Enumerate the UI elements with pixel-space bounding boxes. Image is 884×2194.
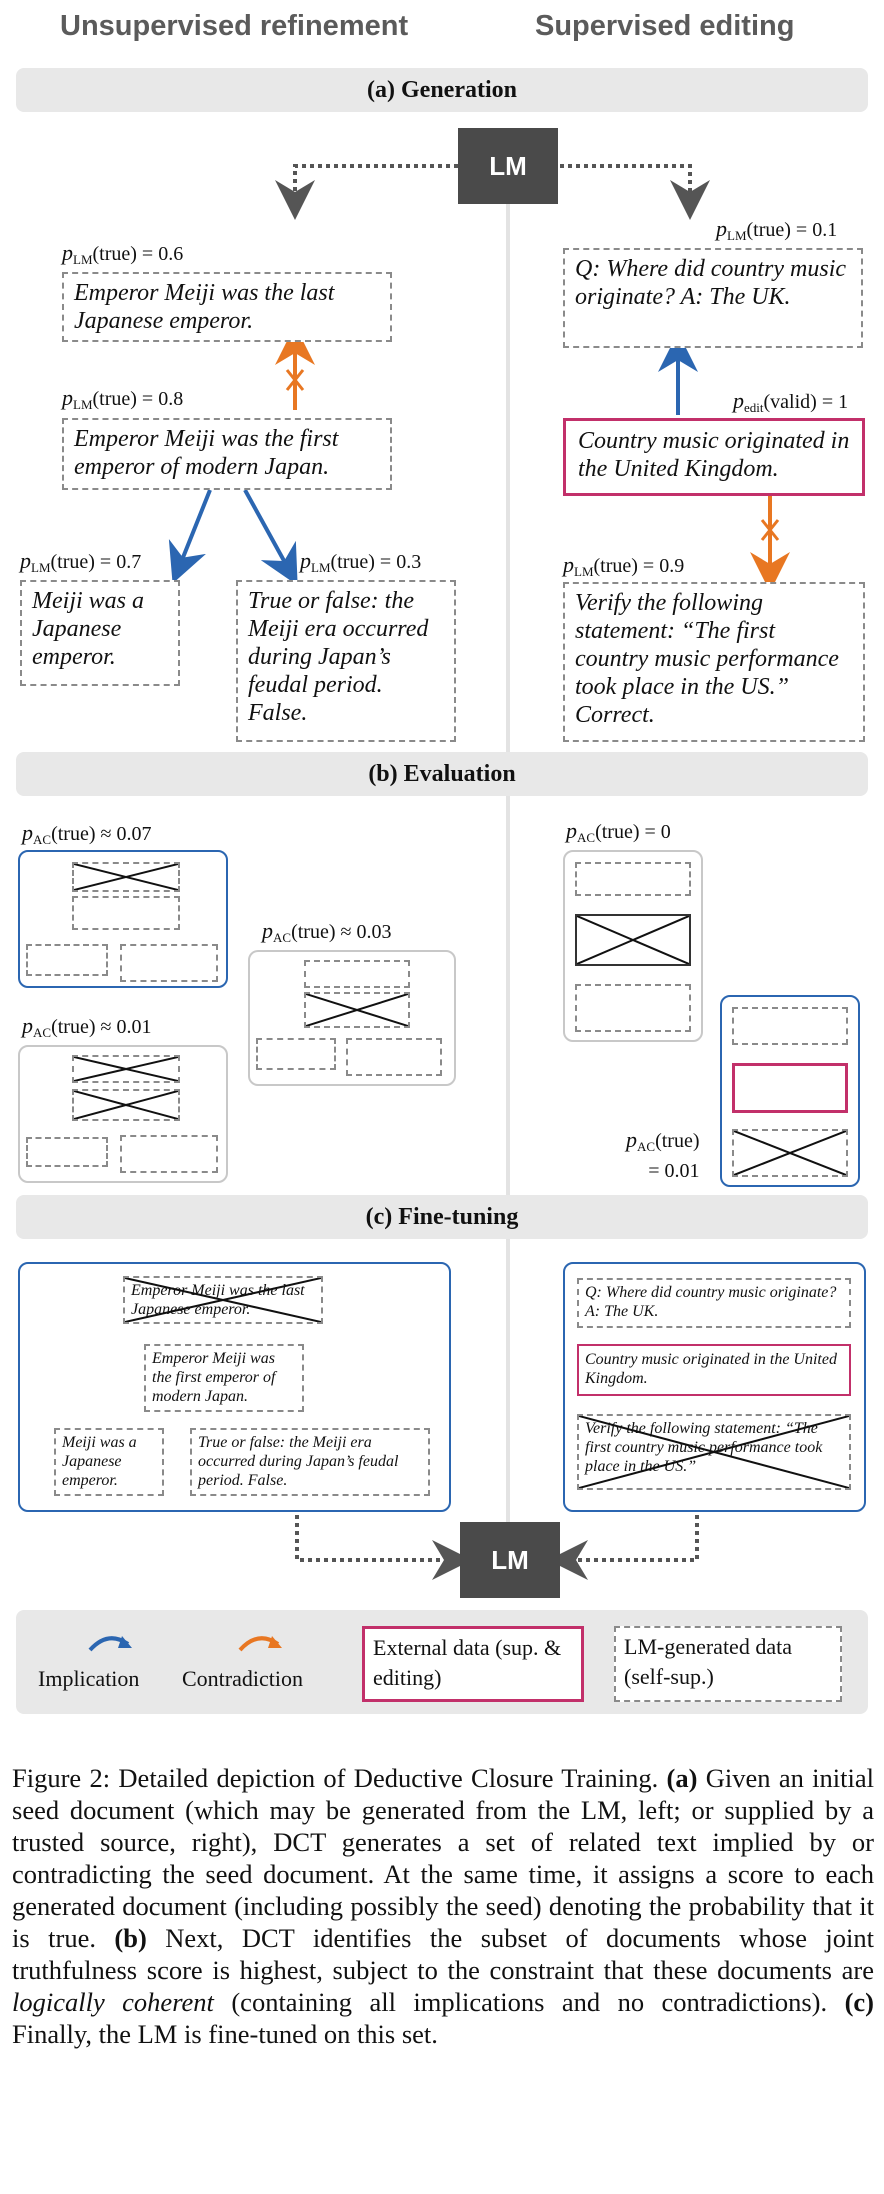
eval-panel-left-c [18, 1045, 228, 1183]
doc-meiji-last-emperor: Emperor Meiji was the last Japanese empe… [62, 272, 392, 342]
prob-eval-left-b: pAC(true) ≈ 0.03 [262, 918, 392, 945]
eval-doc [575, 984, 691, 1032]
prob-left-top: pLM(true) = 0.6 [62, 240, 184, 267]
prob-left-seed: pLM(true) = 0.8 [62, 385, 184, 412]
ft-doc-external: Country music originated in the United K… [577, 1344, 851, 1396]
prob-eval-left-a: pAC(true) ≈ 0.07 [22, 820, 152, 847]
ft-doc: Emperor Meiji was the first emperor of m… [144, 1344, 304, 1412]
eval-panel-right-a [563, 850, 703, 1042]
eval-doc-external [732, 1063, 848, 1113]
caption-text-a: Given an initial seed document (which ma… [12, 1763, 874, 1953]
section-evaluation: (b) Evaluation [16, 752, 868, 796]
prob-right-seed: pedit(valid) = 1 [733, 388, 849, 415]
eval-doc [26, 1137, 108, 1167]
legend-external-data: External data (sup. & editing) [362, 1626, 584, 1702]
caption-title: Figure 2: Detailed depiction of Deductiv… [12, 1763, 659, 1793]
ft-doc-rejected: Verify the following statement: “The fir… [577, 1414, 851, 1490]
eval-doc-rejected [575, 914, 691, 966]
eval-doc [304, 960, 410, 988]
eval-doc [26, 944, 108, 976]
eval-doc [575, 862, 691, 896]
eval-doc [732, 1007, 848, 1045]
ft-doc-rejected: Emperor Meiji was the last Japanese empe… [123, 1276, 323, 1324]
legend: Implication Contradiction External data … [16, 1610, 868, 1714]
legend-contradiction: Contradiction [182, 1666, 303, 1691]
eval-doc [120, 1135, 218, 1173]
prob-left-child-b: pLM(true) = 0.3 [300, 548, 422, 575]
lm-top-dotted-connector [275, 164, 710, 220]
section-finetuning: (c) Fine-tuning [16, 1195, 868, 1239]
lm-model-top: LM [458, 128, 558, 204]
eval-doc [120, 944, 218, 982]
eval-doc [256, 1038, 336, 1070]
prob-right-bottom: pLM(true) = 0.9 [563, 552, 685, 579]
right-column-title: Supervised editing [535, 10, 795, 42]
prob-eval-right-b: pAC(true)= 0.01 [626, 1127, 700, 1183]
eval-doc-rejected [72, 1089, 180, 1121]
eval-panel-left-a [18, 850, 228, 988]
prob-left-child-a: pLM(true) = 0.7 [20, 548, 142, 575]
left-contradiction-arrow [275, 325, 315, 410]
ft-doc: Meiji was a Japanese emperor. [54, 1428, 164, 1496]
implication-arrow-icon [88, 1636, 132, 1652]
doc-meiji-japanese-emperor: Meiji was a Japanese emperor. [20, 580, 180, 686]
legend-generated-data: LM-generated data (self-sup.) [614, 1626, 842, 1702]
lm-model-bottom: LM [460, 1522, 560, 1598]
prob-eval-left-c: pAC(true) ≈ 0.01 [22, 1013, 152, 1040]
eval-doc-rejected [72, 1055, 180, 1083]
eval-panel-left-b [248, 950, 456, 1086]
doc-meiji-feudal-period: True or false: the Meiji era occurred du… [236, 580, 456, 742]
doc-country-music-verify: Verify the following statement: “The fir… [563, 582, 865, 742]
legend-implication: Implication [38, 1666, 140, 1691]
caption-text-b: Next, DCT identifies the subset of docum… [12, 1923, 874, 1985]
eval-doc [346, 1038, 442, 1076]
eval-doc-rejected [732, 1129, 848, 1177]
caption-text-c: Finally, the LM is fine-tuned on this se… [12, 2019, 438, 2049]
caption-italic-b: logically coherent [12, 1987, 214, 2017]
section-generation: (a) Generation [16, 68, 868, 112]
eval-doc-rejected [72, 862, 180, 892]
contradiction-arrow-icon [238, 1636, 282, 1652]
prob-right-top: pLM(true) = 0.1 [716, 216, 838, 243]
eval-panel-right-b [720, 995, 860, 1187]
ft-doc: True or false: the Meiji era occurred du… [190, 1428, 430, 1496]
lm-bottom-dotted-connector [295, 1515, 699, 1580]
finetune-panel-left: Emperor Meiji was the last Japanese empe… [18, 1262, 451, 1512]
doc-country-music-uk-seed: Country music originated in the United K… [563, 418, 865, 496]
eval-doc-rejected [304, 992, 410, 1028]
caption-label-c: (c) [844, 1987, 874, 2017]
caption-label-a: (a) [666, 1763, 698, 1793]
right-contradiction-arrow [750, 496, 790, 592]
left-implication-arrows [168, 489, 298, 586]
doc-country-music-qa: Q: Where did country music originate? A:… [563, 248, 863, 348]
caption-text-b2: (containing all implications and no cont… [213, 1987, 828, 2017]
center-divider [506, 130, 510, 1585]
eval-doc [72, 896, 180, 930]
left-column-title: Unsupervised refinement [60, 10, 409, 42]
caption-label-b: (b) [114, 1923, 147, 1953]
doc-meiji-first-emperor: Emperor Meiji was the first emperor of m… [62, 418, 392, 490]
figure-caption: Figure 2: Detailed depiction of Deductiv… [12, 1762, 874, 2050]
ft-doc: Q: Where did country music originate? A:… [577, 1278, 851, 1328]
finetune-panel-right: Q: Where did country music originate? A:… [563, 1262, 866, 1512]
prob-eval-right-a: pAC(true) = 0 [566, 818, 671, 845]
